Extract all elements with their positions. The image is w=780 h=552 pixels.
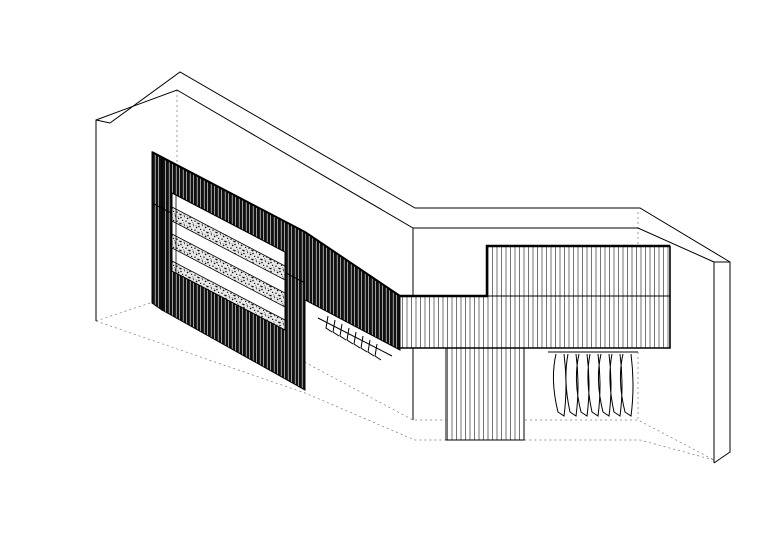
hanging-rail-right [548, 351, 638, 417]
open-shelf-cavity [171, 192, 286, 331]
hanging-rail-left [317, 315, 393, 361]
light-slatted-module [399, 244, 671, 441]
